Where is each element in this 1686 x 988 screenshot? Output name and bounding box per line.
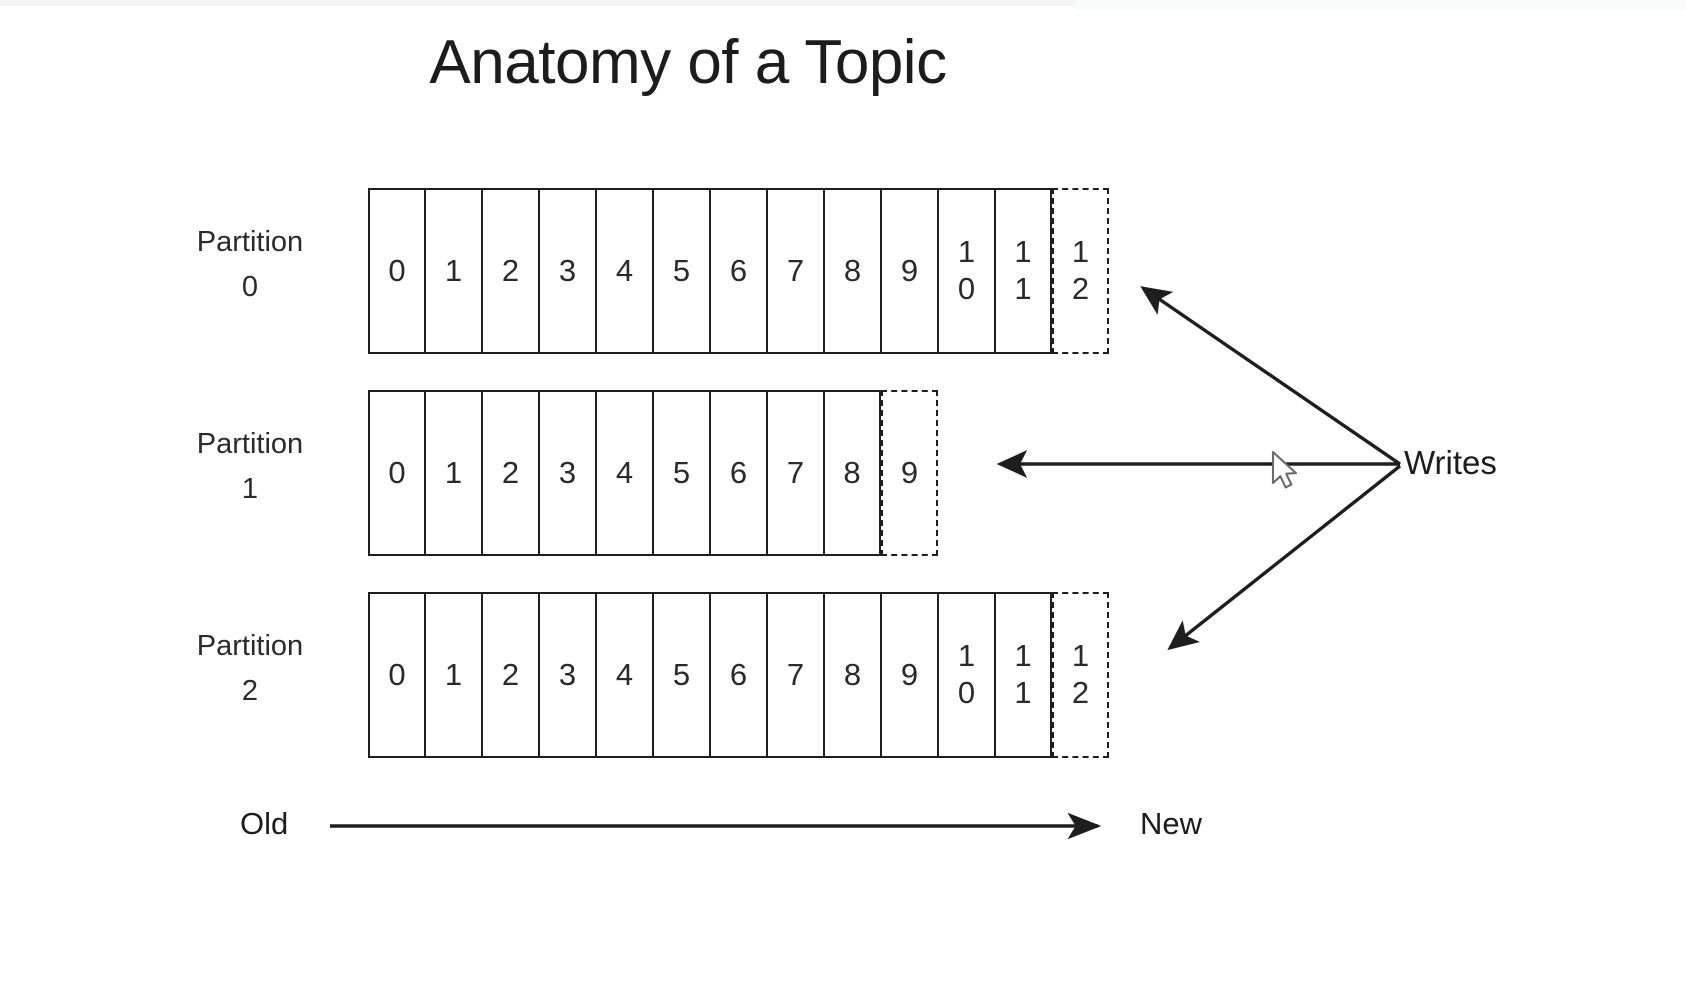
log-cell-offset: 0 <box>388 657 406 693</box>
log-cell-offset: 4 <box>615 657 634 693</box>
log-cell[interactable]: 1 <box>425 188 482 354</box>
log-cell-offset: 5 <box>672 455 691 491</box>
log-cell[interactable]: 8 <box>824 188 881 354</box>
log-cell[interactable]: 1 <box>425 390 482 556</box>
log-cell-offset: 3 <box>558 657 577 693</box>
log-cell[interactable]: 7 <box>767 188 824 354</box>
log-cell-offset: 4 <box>615 455 634 491</box>
log-cell[interactable]: 2 <box>482 592 539 758</box>
partition-label-2-line1: Partition <box>196 630 304 662</box>
log-cell-offset: 7 <box>786 455 805 491</box>
partition-label-2-line2: 2 <box>241 674 259 707</box>
log-cell[interactable]: 5 <box>653 592 710 758</box>
log-cell-offset: 9 <box>900 253 919 289</box>
log-cell-offset: 1 <box>444 455 463 491</box>
log-cell[interactable]: 4 <box>596 188 653 354</box>
log-cell[interactable]: 2 <box>482 188 539 354</box>
log-cell-offset: 2 <box>501 253 520 289</box>
log-cell[interactable]: 5 <box>653 188 710 354</box>
log-cell[interactable]: 9 <box>881 188 938 354</box>
log-cell-offset: 9 <box>900 657 919 693</box>
partition-row-1: Partition 1 0 1 2 3 4 5 6 7 8 9 <box>0 390 1686 560</box>
log-cell-offset: 8 <box>843 657 862 693</box>
log-cell-offset: 3 <box>558 253 577 289</box>
log-cell[interactable]: 3 <box>539 390 596 556</box>
log-cell[interactable]: 8 <box>824 592 881 758</box>
partition-label-2: Partition 2 <box>150 624 350 714</box>
log-cell[interactable]: 6 <box>710 592 767 758</box>
log-cell[interactable]: 4 <box>596 390 653 556</box>
log-cell[interactable]: 0 <box>368 592 425 758</box>
log-cell[interactable]: 4 <box>596 592 653 758</box>
log-cell-pending[interactable]: 9 <box>881 390 938 556</box>
log-cell-offset: 2 <box>501 455 520 491</box>
log-cell-offset: 3 <box>558 455 577 491</box>
log-cell-offset: 4 <box>615 253 634 289</box>
log-cell[interactable]: 1 <box>425 592 482 758</box>
partition-label-0-line2: 0 <box>241 270 259 303</box>
log-cell-offset: 9 <box>900 455 919 491</box>
partition-1-log: 0 1 2 3 4 5 6 7 8 9 <box>368 390 938 556</box>
log-cell[interactable]: 6 <box>710 390 767 556</box>
log-cell-offset: 8 <box>843 455 861 491</box>
log-cell-offset: 6 <box>729 455 748 491</box>
log-cell-offset: 0 <box>388 253 406 289</box>
log-cell[interactable]: 3 <box>539 592 596 758</box>
log-cell-offset: 8 <box>843 253 862 289</box>
page-title: Anatomy of a Topic <box>429 28 947 97</box>
partition-label-0: Partition 0 <box>150 220 350 310</box>
log-cell-offset: 1 <box>444 657 463 693</box>
log-cell-offset: 1 <box>444 253 463 289</box>
partition-label-1-line1: Partition <box>196 428 304 460</box>
log-cell-offset: 5 <box>672 657 691 693</box>
writes-label: Writes <box>1404 444 1497 481</box>
log-cell-offset: 7 <box>786 253 805 289</box>
log-cell[interactable]: 6 <box>710 188 767 354</box>
log-cell[interactable]: 7 <box>767 390 824 556</box>
time-axis-old-label: Old <box>240 806 289 841</box>
partition-label-0-line1: Partition <box>196 226 304 258</box>
time-axis-new-label: New <box>1140 806 1203 841</box>
top-edge-band <box>0 0 1686 6</box>
log-cell[interactable]: 2 <box>482 390 539 556</box>
log-cell[interactable]: 3 <box>539 188 596 354</box>
log-cell-offset: 2 <box>501 657 520 693</box>
log-cell-offset: 7 <box>786 657 805 693</box>
log-cell-offset: 6 <box>729 657 748 693</box>
log-cell[interactable]: 8 <box>824 390 881 556</box>
log-cell[interactable]: 7 <box>767 592 824 758</box>
partition-label-1: Partition 1 <box>150 422 350 512</box>
log-cell-offset: 5 <box>672 253 691 289</box>
log-cell-offset: 0 <box>388 455 406 491</box>
partition-label-1-line2: 1 <box>241 472 259 505</box>
log-cell[interactable]: 0 <box>368 390 425 556</box>
log-cell[interactable]: 0 <box>368 188 425 354</box>
top-edge-band-right <box>1075 0 1686 10</box>
log-cell[interactable]: 9 <box>881 592 938 758</box>
log-cell[interactable]: 5 <box>653 390 710 556</box>
log-cell-offset: 6 <box>729 253 748 289</box>
